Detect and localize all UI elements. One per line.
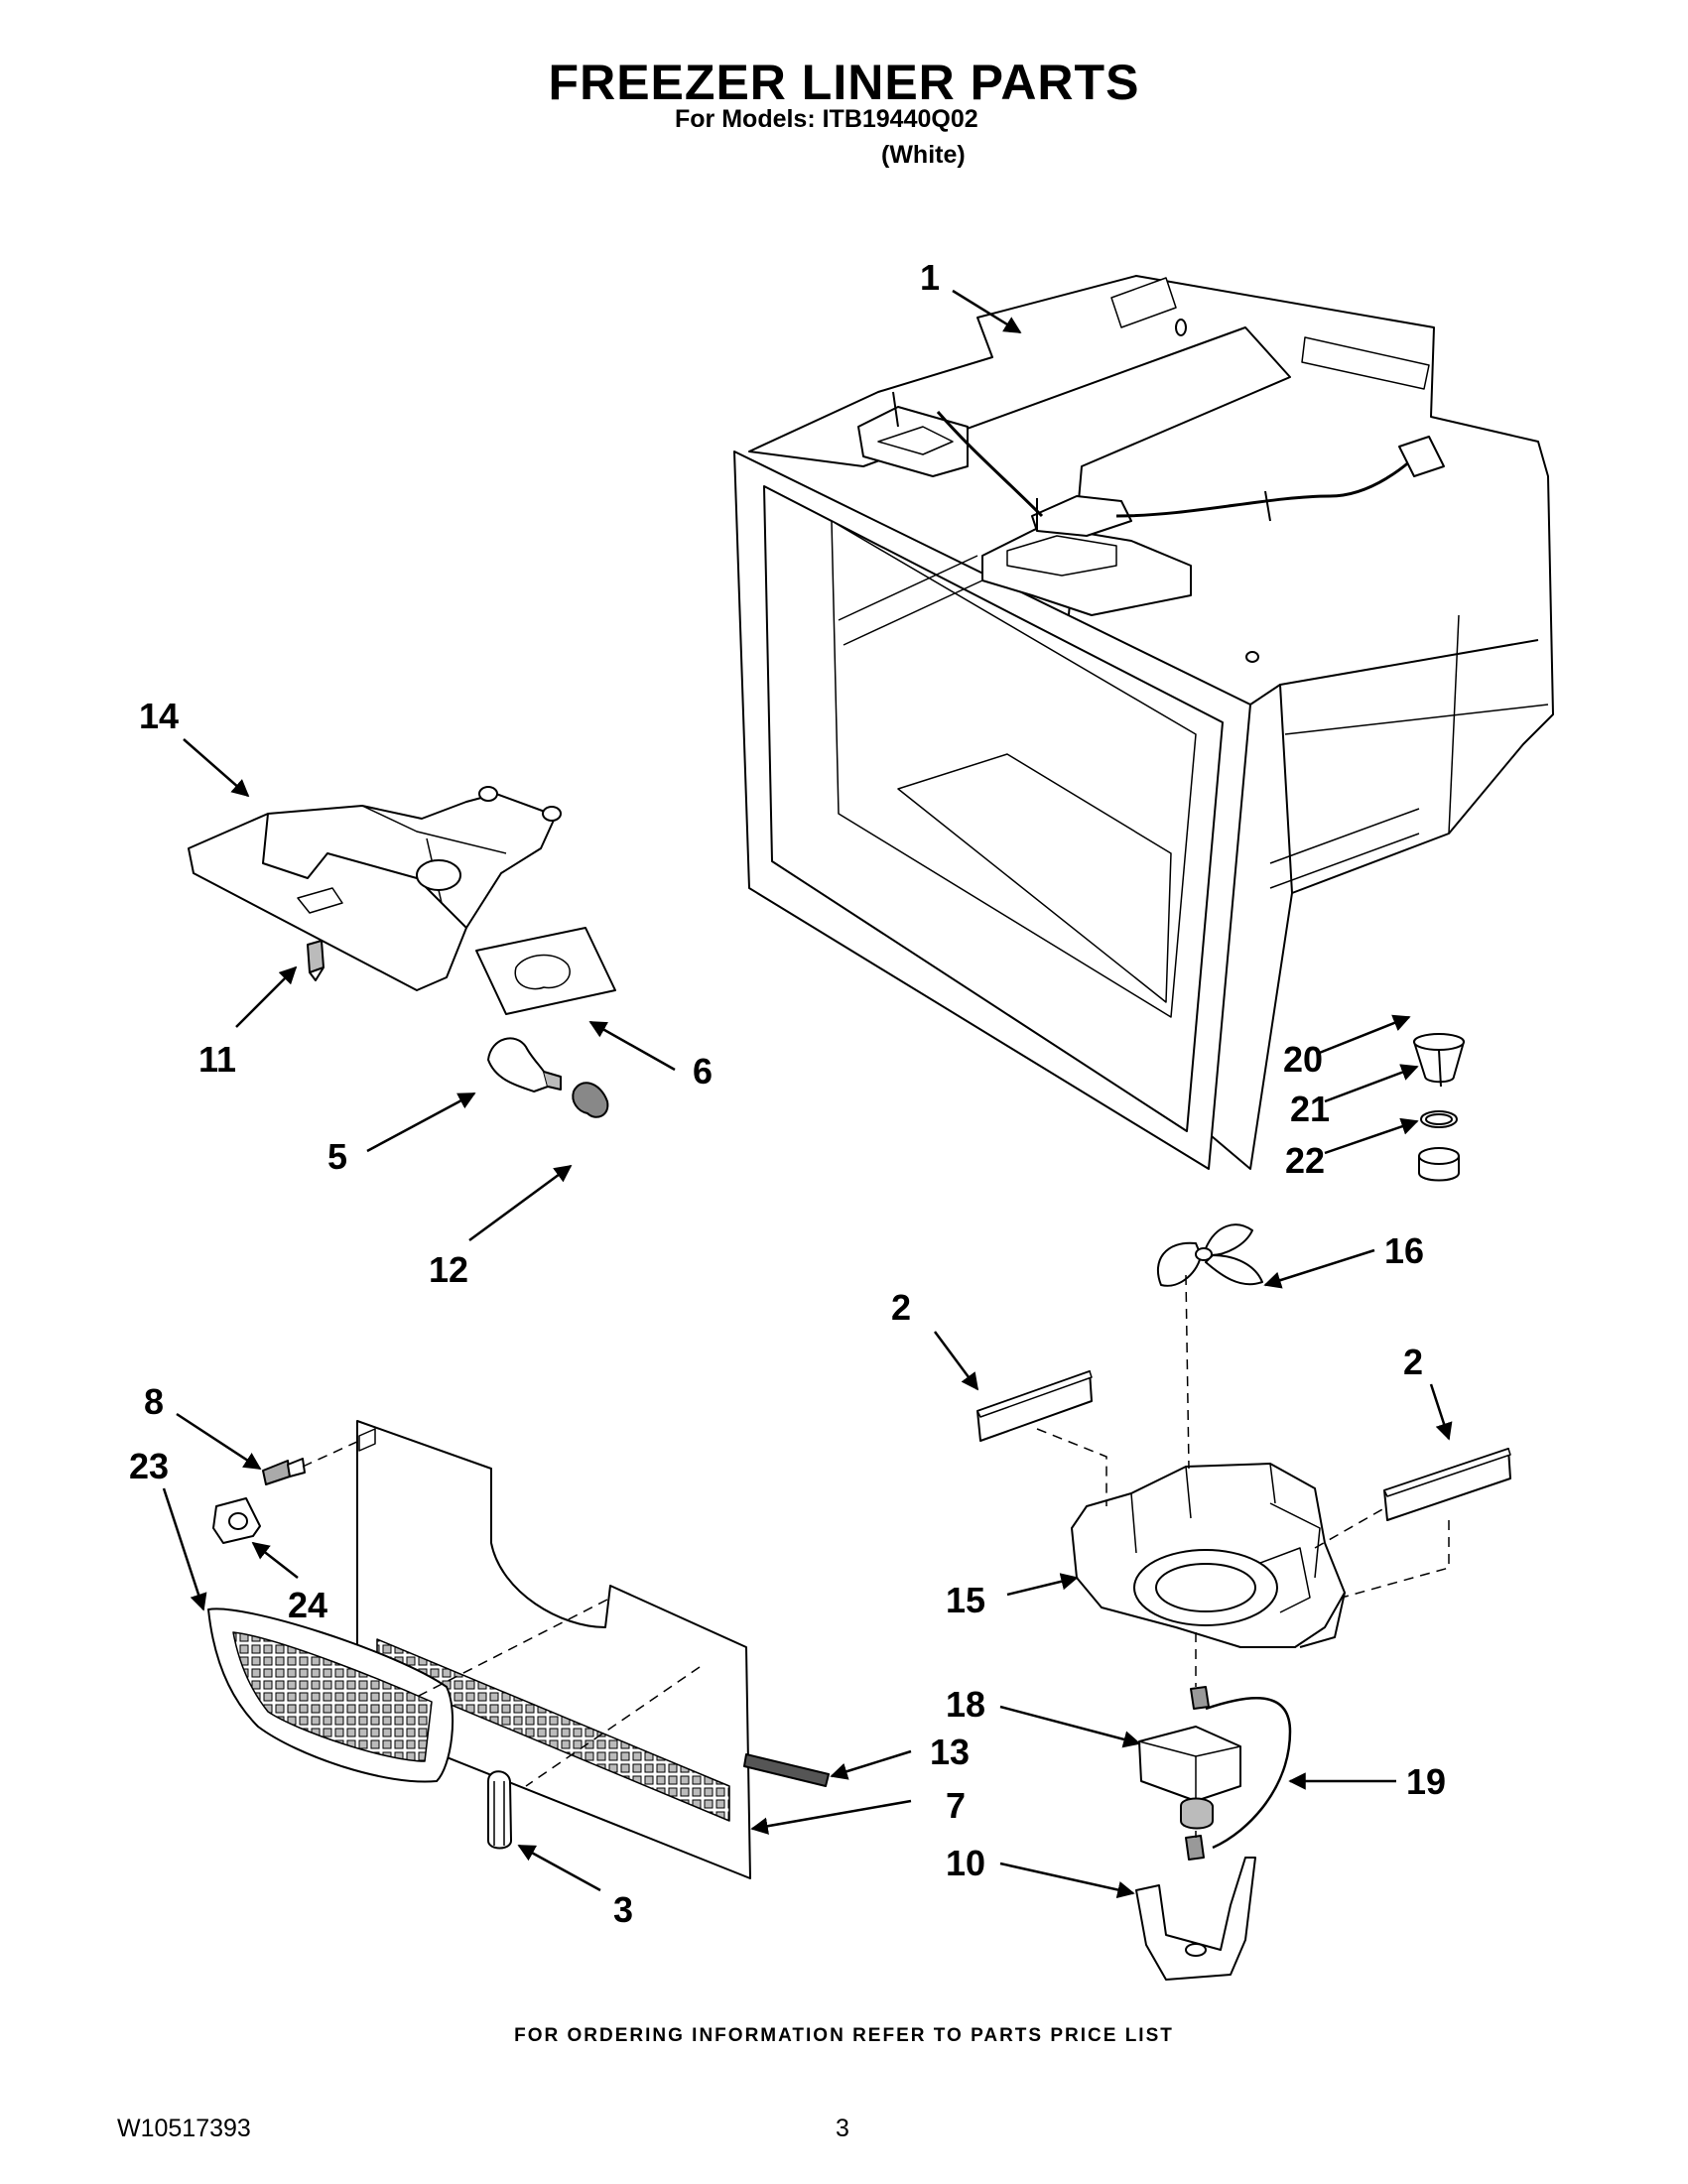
part-10-motor-bracket [1135, 1835, 1256, 1981]
callout-5: 5 [327, 1136, 347, 1177]
page-number: 3 [836, 2115, 849, 2142]
part-11-switch [307, 940, 325, 981]
part-21-drain-ring [1420, 1110, 1458, 1128]
part-20-drain-trough [1413, 1033, 1465, 1088]
callout-15: 15 [946, 1580, 985, 1620]
callout-7: 7 [946, 1785, 966, 1826]
callout-2-left: 2 [891, 1287, 911, 1328]
callout-11: 11 [198, 1039, 236, 1080]
document-number: W10517393 [117, 2115, 251, 2142]
part-24-lamp-socket [212, 1497, 261, 1544]
callout-3: 3 [613, 1889, 633, 1930]
callout-6: 6 [693, 1051, 713, 1092]
part-15-fan-shroud [1071, 1463, 1346, 1648]
part-6-shield-film [475, 927, 616, 1015]
callout-23: 23 [129, 1446, 169, 1486]
model-number: For Models: ITB19440Q02 [675, 105, 978, 133]
callout-10: 10 [946, 1843, 985, 1883]
callout-16: 16 [1384, 1230, 1424, 1271]
part-1-freezer-liner [733, 275, 1554, 1170]
callout-21: 21 [1290, 1089, 1330, 1129]
callout-2-right: 2 [1403, 1342, 1423, 1382]
part-18-fan-motor [1138, 1686, 1292, 1850]
part-2-foam-pad-right [1383, 1448, 1511, 1521]
page-title: FREEZER LINER PARTS [548, 55, 1140, 110]
part-8-screw [262, 1458, 306, 1485]
callout-1: 1 [920, 257, 940, 298]
callout-14: 14 [139, 696, 179, 736]
callout-13: 13 [930, 1732, 970, 1772]
part-5-light-bulb [487, 1037, 562, 1092]
part-12-bulb-socket [572, 1082, 609, 1118]
model-variant: (White) [881, 141, 966, 169]
ordering-note: FOR ORDERING INFORMATION REFER TO PARTS … [514, 2025, 1174, 2046]
part-2-foam-pad-left [976, 1370, 1093, 1442]
part-22-drain-plug [1418, 1147, 1460, 1182]
callout-24: 24 [288, 1585, 327, 1625]
callout-20: 20 [1283, 1039, 1323, 1080]
part-14-light-housing [188, 786, 562, 991]
part-7-evaporator-cover [356, 1420, 751, 1879]
callout-12: 12 [429, 1249, 468, 1290]
callout-19: 19 [1406, 1761, 1446, 1802]
part-3-thermistor [487, 1770, 512, 1850]
callout-8: 8 [144, 1381, 164, 1422]
callout-18: 18 [946, 1684, 985, 1725]
callout-22: 22 [1285, 1140, 1325, 1181]
part-16-fan-blade [1156, 1223, 1263, 1287]
part-23-vent-grille [207, 1607, 454, 1783]
part-13-foam-strip [743, 1753, 830, 1787]
